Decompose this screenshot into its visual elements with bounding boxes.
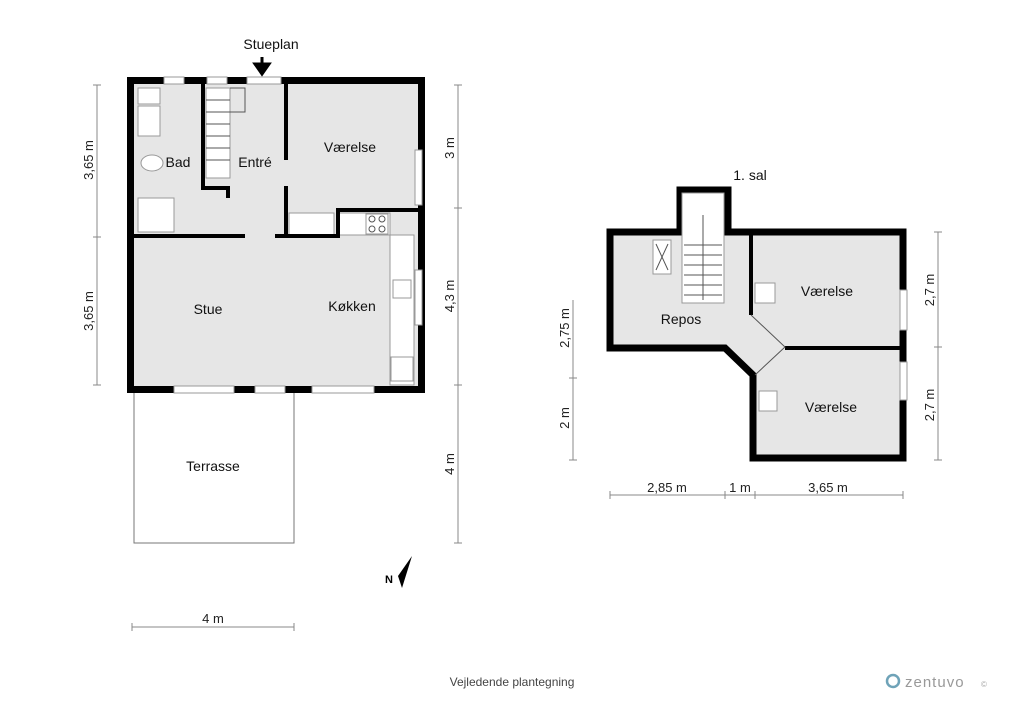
toilet-icon — [140, 154, 164, 172]
north-arrow-icon: N — [385, 556, 412, 588]
room-label-vaerelse: Værelse — [324, 139, 376, 155]
stove-icon — [365, 213, 389, 235]
room-label-stue: Stue — [194, 301, 223, 317]
shower-icon — [137, 197, 175, 233]
dim-ground-right-mid: 4,3 m — [442, 280, 457, 313]
dim-first-right-bottom: 2,7 m — [922, 389, 937, 422]
room-label-vaerelse-top: Værelse — [801, 283, 853, 299]
room-label-vaerelse-bottom: Værelse — [805, 399, 857, 415]
terrace — [133, 389, 295, 544]
dim-first-bottom-a: 2,85 m — [647, 480, 687, 495]
room-label-terrasse: Terrasse — [186, 458, 240, 474]
entrance-arrow-icon — [252, 57, 272, 77]
sink-icon — [137, 105, 161, 137]
brand-logo: zentuvo © — [885, 673, 987, 691]
dim-first-bottom-b: 1 m — [729, 480, 751, 495]
caption: Vejledende plantegning — [450, 675, 575, 689]
stairs-icon — [205, 87, 231, 179]
first-floor-title: 1. sal — [733, 167, 766, 183]
brand-name: zentuvo — [905, 674, 965, 691]
dim-ground-right-bottom: 4 m — [442, 453, 457, 475]
room-label-kokken: Køkken — [328, 298, 375, 314]
room-label-repos: Repos — [661, 311, 701, 327]
dim-ground-left-top: 3,65 m — [81, 140, 96, 180]
dim-first-bottom-c: 3,65 m — [808, 480, 848, 495]
dim-ground-right-top: 3 m — [442, 137, 457, 159]
ground-floor-plan: Stueplan Bad Entré Værelse Stue Køkken T… — [81, 36, 462, 631]
first-floor-plan: 1. sal Repos Værelse Værelse 2,75 m 2 m … — [557, 167, 942, 499]
svg-text:N: N — [385, 574, 393, 586]
first-floor-outer-wall — [606, 186, 907, 462]
entrance-door — [246, 76, 282, 85]
dim-ground-bottom: 4 m — [202, 611, 224, 626]
dim-first-left-bottom: 2 m — [557, 407, 572, 429]
brand-mark: © — [981, 680, 987, 689]
ground-floor-title: Stueplan — [243, 36, 298, 52]
dim-ground-left-bottom: 3,65 m — [81, 291, 96, 331]
dim-first-left-top: 2,75 m — [557, 308, 572, 348]
logo-ring-icon — [885, 673, 901, 689]
room-label-bad: Bad — [166, 154, 191, 170]
fridge-icon — [390, 356, 414, 382]
room-label-entre: Entré — [238, 154, 272, 170]
dim-first-right-top: 2,7 m — [922, 274, 937, 307]
kitchen-sink-icon — [392, 279, 412, 299]
